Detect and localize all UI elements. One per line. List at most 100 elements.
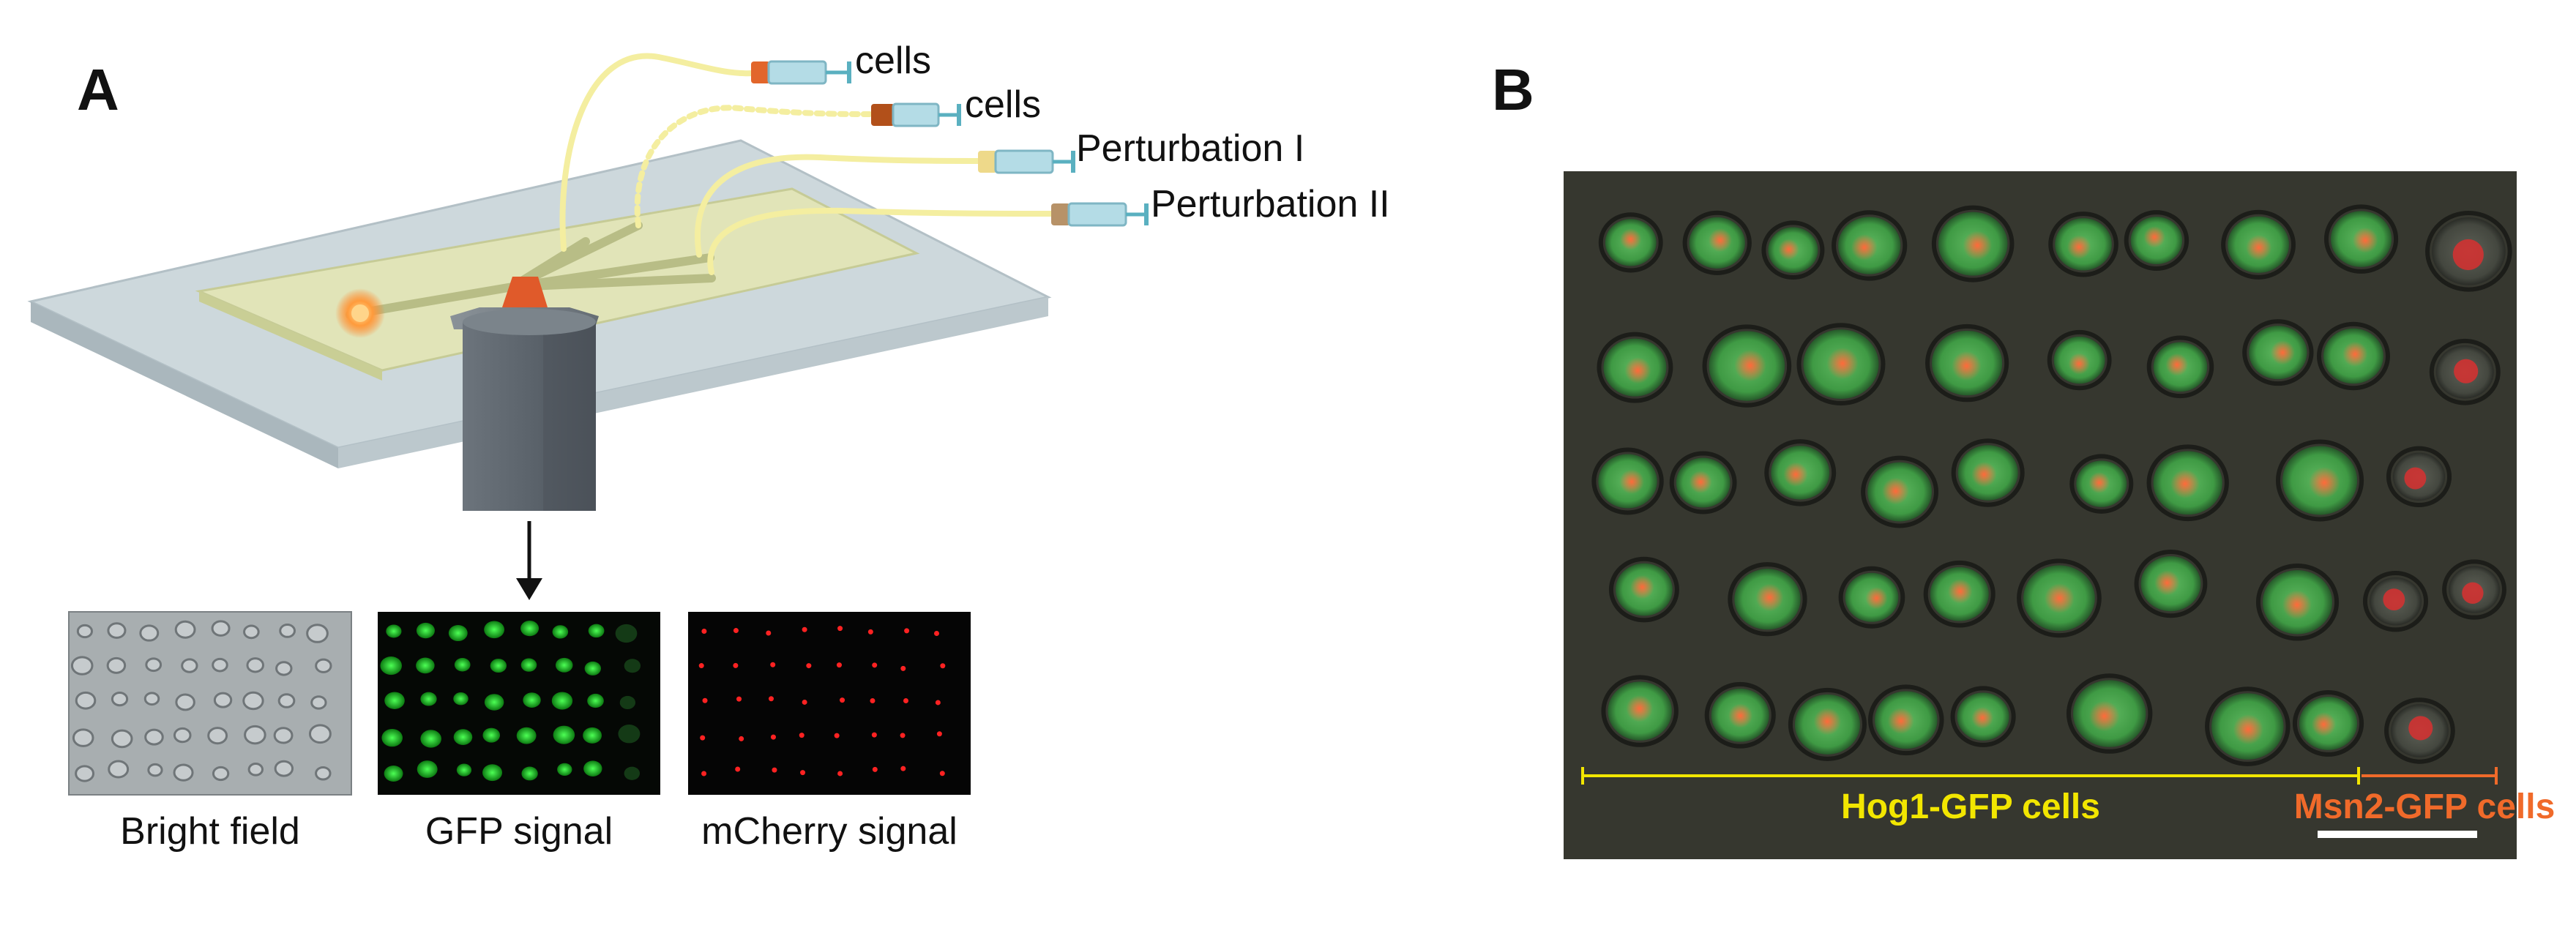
cell-outline <box>2047 329 2112 391</box>
gfp-cell <box>553 725 575 744</box>
bright-field-cell <box>181 658 198 673</box>
bright-field-cell <box>211 620 231 637</box>
inlet-label-perturbation-1: Perturbation I <box>1076 127 1304 170</box>
mcherry-nucleus <box>735 766 741 772</box>
bright-field-cell <box>174 620 196 639</box>
cell-nucleus <box>1971 462 1997 487</box>
cell-outline <box>2048 212 2118 277</box>
mcherry-nucleus <box>936 731 942 737</box>
bright-field-cell <box>111 691 129 707</box>
gfp-cell <box>484 694 504 711</box>
bright-field-cell <box>212 657 228 673</box>
bright-field-cell <box>143 692 160 706</box>
gfp-cell <box>482 727 501 743</box>
gfp-cell <box>420 692 437 706</box>
cell-nucleus <box>2462 582 2484 604</box>
bright-field-cell <box>244 725 266 745</box>
gfp-cell <box>521 766 538 781</box>
cell-outline <box>2255 563 2340 641</box>
panel-a: A <box>27 40 1390 853</box>
bright-field-cell <box>111 729 133 749</box>
cell-nucleus <box>2270 340 2295 365</box>
hog1-bracket <box>1581 767 2360 785</box>
bright-field-cell <box>212 766 230 782</box>
gfp-cell <box>386 624 402 638</box>
panel-b-label: B <box>1492 57 1534 122</box>
yeast-cells <box>1591 204 2512 766</box>
gfp-cell <box>587 693 604 708</box>
bright-field-image <box>68 611 352 796</box>
inlet-label-perturbation-2: Perturbation II <box>1151 183 1390 225</box>
gfp-cell <box>583 727 602 744</box>
mcherry-nucleus <box>904 628 910 634</box>
gfp-cell <box>619 695 636 710</box>
gfp-cell <box>384 692 405 709</box>
mcherry-nucleus <box>772 767 777 773</box>
cell-outline <box>1832 210 1908 281</box>
microscopy-image <box>1564 171 2517 859</box>
mcherry-nucleus <box>769 696 774 702</box>
cell-nucleus <box>1952 351 1982 381</box>
syringe-1: cells <box>751 40 931 85</box>
gfp-cell <box>584 661 601 676</box>
gfp-cell <box>420 730 441 748</box>
cell-outline <box>2386 446 2452 508</box>
bright-field-cell <box>147 763 163 777</box>
cell-outline <box>2323 204 2399 274</box>
gfp-cell <box>588 624 605 638</box>
mcherry-nucleus <box>940 663 946 669</box>
cell-nucleus <box>1630 575 1654 599</box>
cell-outline <box>1868 684 1944 756</box>
bright-field-cell <box>108 760 130 779</box>
cell-nucleus <box>2308 467 2340 498</box>
cell-outline <box>1597 332 1673 403</box>
mcherry-nucleus <box>700 735 706 741</box>
cell-outline <box>1608 556 1679 623</box>
cell-nucleus <box>2165 353 2189 376</box>
cell-nucleus <box>1882 477 1909 505</box>
cell-nucleus <box>2088 472 2110 494</box>
mcherry-nucleus <box>806 663 812 669</box>
cell-nucleus <box>2408 716 2433 741</box>
bright-field-cell <box>139 624 160 642</box>
mcherry-nucleus <box>733 628 739 634</box>
channel-plate-edge <box>199 291 382 381</box>
cell-nucleus <box>1689 471 1712 494</box>
bright-field-cell <box>207 727 228 745</box>
gfp-cell <box>520 620 540 637</box>
gfp-cell <box>448 625 468 642</box>
inlet-label-cells-1: cells <box>855 40 931 82</box>
mcherry-nucleus <box>702 697 708 703</box>
cell-outline <box>2275 439 2364 522</box>
cell-outline <box>1601 675 1679 747</box>
cell-outline <box>2429 338 2501 405</box>
bright-field-cell <box>242 691 264 711</box>
cell-outline <box>1669 451 1737 514</box>
cell-nucleus <box>1865 587 1888 610</box>
mcherry-nucleus <box>935 700 941 706</box>
bright-field-cell <box>274 760 294 777</box>
cell-outline <box>1682 210 1752 275</box>
panel-b: B Hog1-GFP cells Msn2-GFP cells <box>1492 57 2555 859</box>
cell-outline <box>2242 319 2314 386</box>
bright-field-cell <box>310 695 327 710</box>
syringe-2: cells <box>871 83 1041 127</box>
mcherry-nucleus <box>870 698 876 704</box>
cell-nucleus <box>1626 695 1653 722</box>
gfp-cell <box>417 760 438 778</box>
panel-a-label: A <box>77 57 119 122</box>
mcherry-nucleus <box>701 628 707 634</box>
bright-field-cell <box>275 661 293 676</box>
cell-nucleus <box>1755 583 1784 612</box>
cell-nucleus <box>2088 700 2120 732</box>
cell-nucleus <box>2342 341 2368 367</box>
bright-field-cell <box>106 656 127 674</box>
bright-field-cell <box>247 763 264 777</box>
cell-outline <box>1950 686 2016 747</box>
mcherry-nucleus <box>867 629 873 635</box>
cell-outline <box>2124 210 2189 272</box>
mcherry-nucleus <box>739 736 744 741</box>
cell-outline <box>2205 686 2291 766</box>
cell-outline <box>2017 558 2102 638</box>
cell-nucleus <box>2282 590 2312 620</box>
